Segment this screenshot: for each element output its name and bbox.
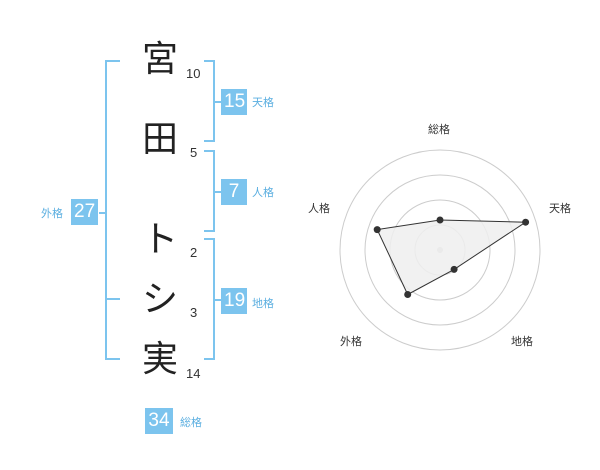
name-char-3: ト bbox=[141, 219, 178, 260]
jinkaku-connector bbox=[215, 191, 221, 193]
radar-ring-3 bbox=[364, 174, 516, 326]
stroke-count-4: 3 bbox=[190, 305, 198, 320]
gaikaku-value-badge: 27 bbox=[71, 199, 98, 225]
jinkaku-bracket bbox=[204, 150, 215, 232]
radar-axis-tenkaku-label: 天格 bbox=[549, 202, 571, 215]
gaikaku-connector bbox=[99, 212, 105, 214]
radar-chart bbox=[339, 149, 541, 351]
radar-data-polygon bbox=[376, 219, 528, 296]
jinkaku-value-badge: 7 bbox=[221, 179, 247, 205]
jinkaku-label: 人格 bbox=[252, 186, 274, 199]
name-char-5: 実 bbox=[141, 339, 178, 380]
soukaku-label: 総格 bbox=[180, 416, 202, 429]
radar-point-1 bbox=[436, 216, 444, 224]
chikaku-label: 地格 bbox=[252, 297, 274, 310]
chikaku-value-badge: 19 bbox=[221, 288, 247, 314]
radar-point-4 bbox=[404, 291, 412, 298]
radar-axis-gaikaku-label: 外格 bbox=[340, 335, 362, 348]
tenkaku-bracket bbox=[204, 60, 215, 142]
tenkaku-value-badge: 15 bbox=[221, 89, 247, 115]
stroke-count-5: 14 bbox=[186, 366, 201, 381]
name-char-2: 田 bbox=[141, 119, 178, 160]
stroke-count-2: 5 bbox=[190, 145, 198, 160]
tenkaku-connector bbox=[215, 101, 221, 103]
radar-point-3 bbox=[450, 265, 458, 273]
tenkaku-label: 天格 bbox=[252, 96, 274, 109]
name-char-1: 宮 bbox=[141, 39, 178, 80]
soukaku-value-badge: 34 bbox=[145, 408, 173, 434]
chikaku-bracket bbox=[204, 238, 215, 360]
name-char-4: シ bbox=[141, 279, 178, 320]
stroke-count-1: 10 bbox=[186, 66, 201, 81]
radar-point-5 bbox=[373, 226, 381, 234]
stroke-count-3: 2 bbox=[190, 245, 198, 260]
radar-ring-4 bbox=[339, 149, 541, 351]
gaikaku-label: 外格 bbox=[41, 207, 63, 220]
radar-point-2 bbox=[522, 218, 530, 226]
radar-axis-soukaku-label: 総格 bbox=[428, 123, 450, 136]
radar-axis-chikaku-label: 地格 bbox=[511, 335, 533, 348]
radar-axis-jinkaku-label: 人格 bbox=[308, 202, 330, 215]
gaikaku-bracket bbox=[105, 60, 120, 360]
gaikaku-split-tick bbox=[107, 298, 120, 300]
chikaku-connector bbox=[215, 299, 221, 301]
